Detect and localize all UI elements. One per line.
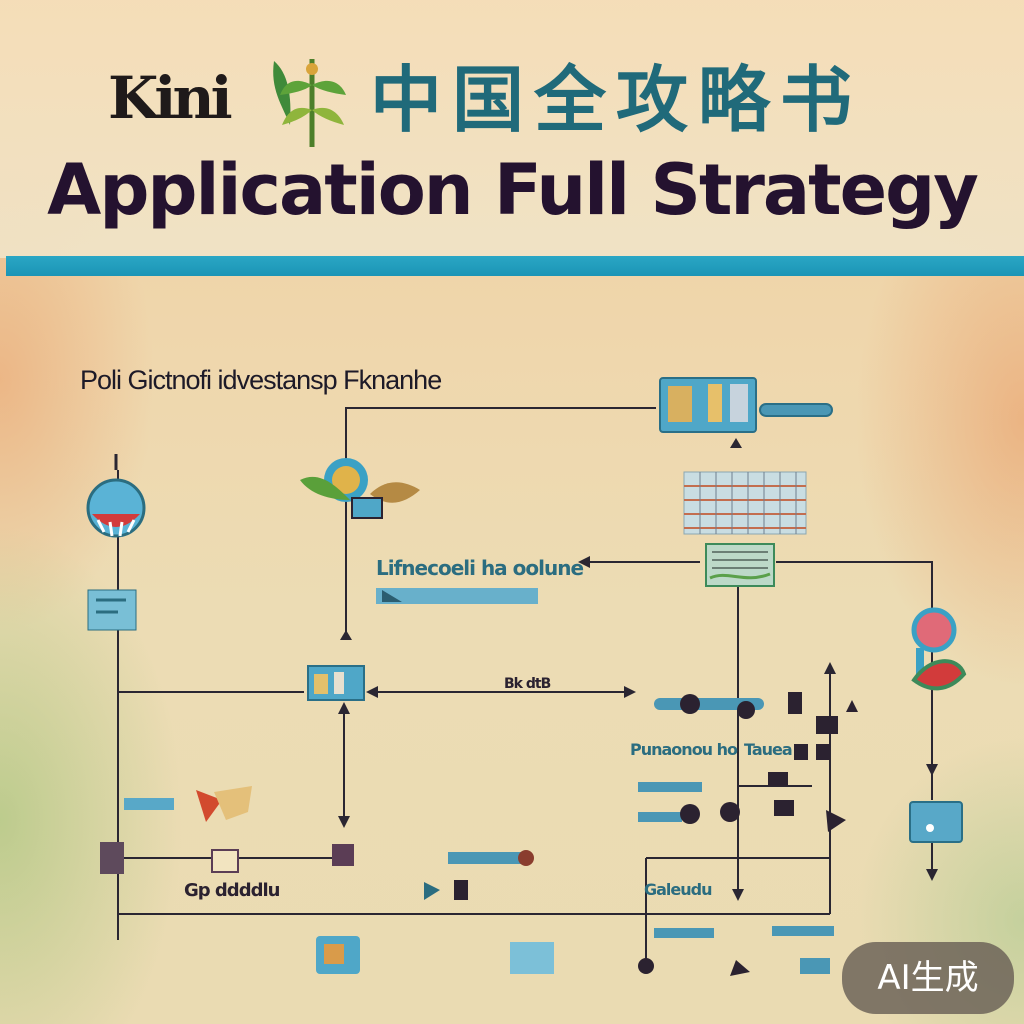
ai-generated-badge: AI生成 bbox=[842, 942, 1014, 1014]
deco-glyph-5: 略 bbox=[698, 58, 771, 142]
node-bottom-strip bbox=[448, 852, 522, 864]
deco-glyph-2: 国 bbox=[452, 58, 525, 142]
logo-text: Kini bbox=[108, 64, 233, 132]
deco-glyph-6: 书 bbox=[780, 58, 853, 142]
connector-right-bottom bbox=[645, 857, 830, 966]
node-toggle-bar-left bbox=[124, 798, 174, 810]
node-right-row-4 bbox=[654, 928, 714, 938]
node-label-mid-connector: Bk dtB bbox=[504, 676, 551, 692]
ai-generated-badge-text: AI生成 bbox=[877, 958, 979, 998]
node-up-arrow-center bbox=[340, 630, 352, 640]
node-label-strip bbox=[376, 588, 538, 604]
header-band bbox=[0, 0, 1024, 258]
node-left-card bbox=[87, 589, 137, 631]
node-center-bottom-square bbox=[332, 844, 354, 866]
leaf-logo-icon bbox=[273, 59, 346, 147]
node-toggle-bar-top bbox=[759, 403, 833, 417]
page-title: Application Full Strategy bbox=[47, 149, 979, 231]
node-label-top-center: Lifnecoeli ha oolune bbox=[376, 556, 584, 580]
section-label: Poli Gictnofi idvestansp Fknanhe bbox=[80, 365, 442, 395]
node-right-row-3 bbox=[638, 812, 682, 822]
node-right-row-5 bbox=[772, 926, 834, 936]
node-grid-panel bbox=[683, 471, 807, 587]
node-bottom-left-square bbox=[100, 842, 124, 874]
node-bottom-panel-center bbox=[510, 942, 554, 974]
node-globe-icon bbox=[86, 454, 146, 538]
node-shard-icon bbox=[196, 790, 222, 822]
diagram-nodes bbox=[86, 377, 967, 976]
deco-glyph-4: 攻 bbox=[616, 58, 689, 142]
node-label-right-row-2: Tauea bbox=[744, 740, 793, 759]
connector-mid-right-right bbox=[776, 561, 938, 776]
node-label-bottom-left: Gp ddddlu bbox=[184, 880, 280, 901]
node-leaf-cluster bbox=[300, 458, 420, 519]
deco-glyph-3: 全 bbox=[534, 58, 607, 142]
node-label-right-row-1: Punaonou ho bbox=[630, 740, 738, 759]
connector-top-loop bbox=[345, 407, 656, 640]
node-mini-card bbox=[211, 849, 239, 873]
node-far-right-card bbox=[909, 801, 963, 843]
node-label-bottom-right: Galeudu bbox=[644, 880, 712, 899]
node-medal-icon bbox=[911, 607, 967, 691]
node-right-row-2 bbox=[638, 782, 702, 792]
header-divider bbox=[6, 256, 1024, 276]
deco-glyph-1: 中 bbox=[370, 58, 443, 142]
node-up-arrow-top bbox=[730, 438, 742, 448]
